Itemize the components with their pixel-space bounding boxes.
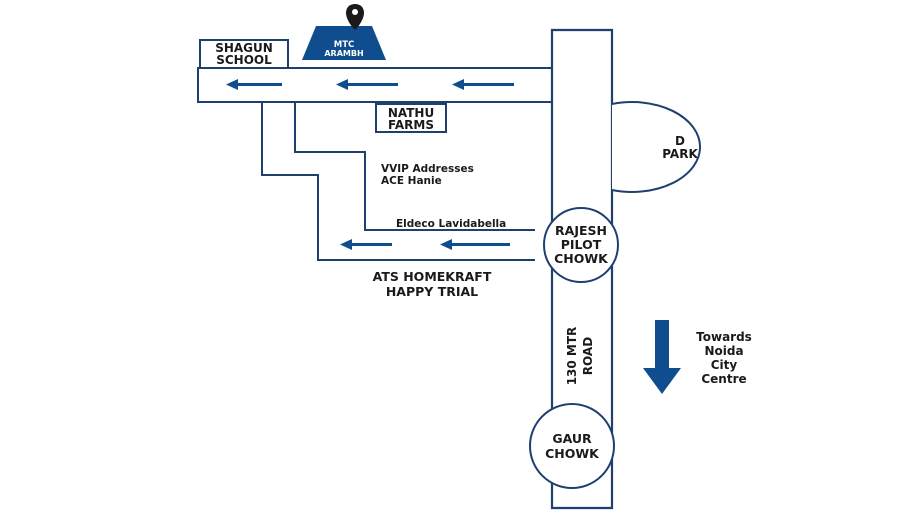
mtc-label-1: MTC bbox=[334, 40, 355, 50]
vvip-label-1: VVIP Addresses bbox=[381, 163, 474, 175]
road-label-2: ROAD bbox=[581, 337, 595, 375]
nathu-label-2: FARMS bbox=[388, 118, 434, 132]
road-name-label: 130 MTR ROAD bbox=[565, 327, 595, 386]
rajesh-label-1: RAJESH bbox=[555, 223, 607, 238]
map-pin-icon bbox=[346, 4, 364, 30]
rajesh-pilot-chowk-circle bbox=[543, 207, 619, 283]
main-road bbox=[550, 28, 614, 510]
shagun-label-1: SHAGUN bbox=[215, 41, 273, 55]
road-label-1: 130 MTR bbox=[565, 327, 579, 386]
rajesh-label-3: CHOWK bbox=[554, 251, 609, 266]
towards-label-3: City bbox=[711, 358, 738, 372]
gaur-chowk-circle bbox=[529, 403, 615, 489]
arrow-left-icon bbox=[440, 239, 510, 250]
ats-label-1: ATS HOMEKRAFT bbox=[373, 269, 492, 284]
towards-label-1: Towards bbox=[696, 330, 752, 344]
towards-label-2: Noida bbox=[704, 344, 743, 358]
d-park-label-2: PARK bbox=[662, 147, 698, 161]
arrow-left-icon bbox=[340, 239, 392, 250]
mtc-arambh-marker: MTC ARAMBH bbox=[302, 4, 386, 60]
arrow-left-icon bbox=[336, 79, 398, 90]
nathu-farms-box bbox=[375, 103, 447, 133]
rajesh-label-2: PILOT bbox=[561, 237, 602, 252]
mtc-badge bbox=[302, 26, 386, 60]
mtc-label-2: ARAMBH bbox=[324, 49, 363, 58]
d-park-label-1: D bbox=[675, 134, 685, 148]
outer-loop-road bbox=[261, 102, 535, 261]
eldeco-label: Eldeco Lavidabella bbox=[396, 218, 506, 230]
shagun-label-2: SCHOOL bbox=[216, 53, 272, 67]
nathu-label-1: NATHU bbox=[388, 106, 434, 120]
arrow-down-icon bbox=[643, 320, 681, 394]
shagun-school-box bbox=[199, 39, 289, 69]
arrow-left-icon bbox=[226, 79, 282, 90]
gaur-label-1: GAUR bbox=[552, 431, 592, 446]
inner-loop-road bbox=[294, 102, 535, 231]
ats-label-2: HAPPY TRIAL bbox=[386, 284, 478, 299]
towards-label-4: Centre bbox=[701, 372, 746, 386]
d-park-shape bbox=[611, 101, 702, 193]
top-branch-road bbox=[197, 67, 552, 103]
arrow-left-icon bbox=[452, 79, 514, 90]
gaur-label-2: CHOWK bbox=[545, 446, 600, 461]
vvip-label-2: ACE Hanie bbox=[381, 175, 442, 187]
